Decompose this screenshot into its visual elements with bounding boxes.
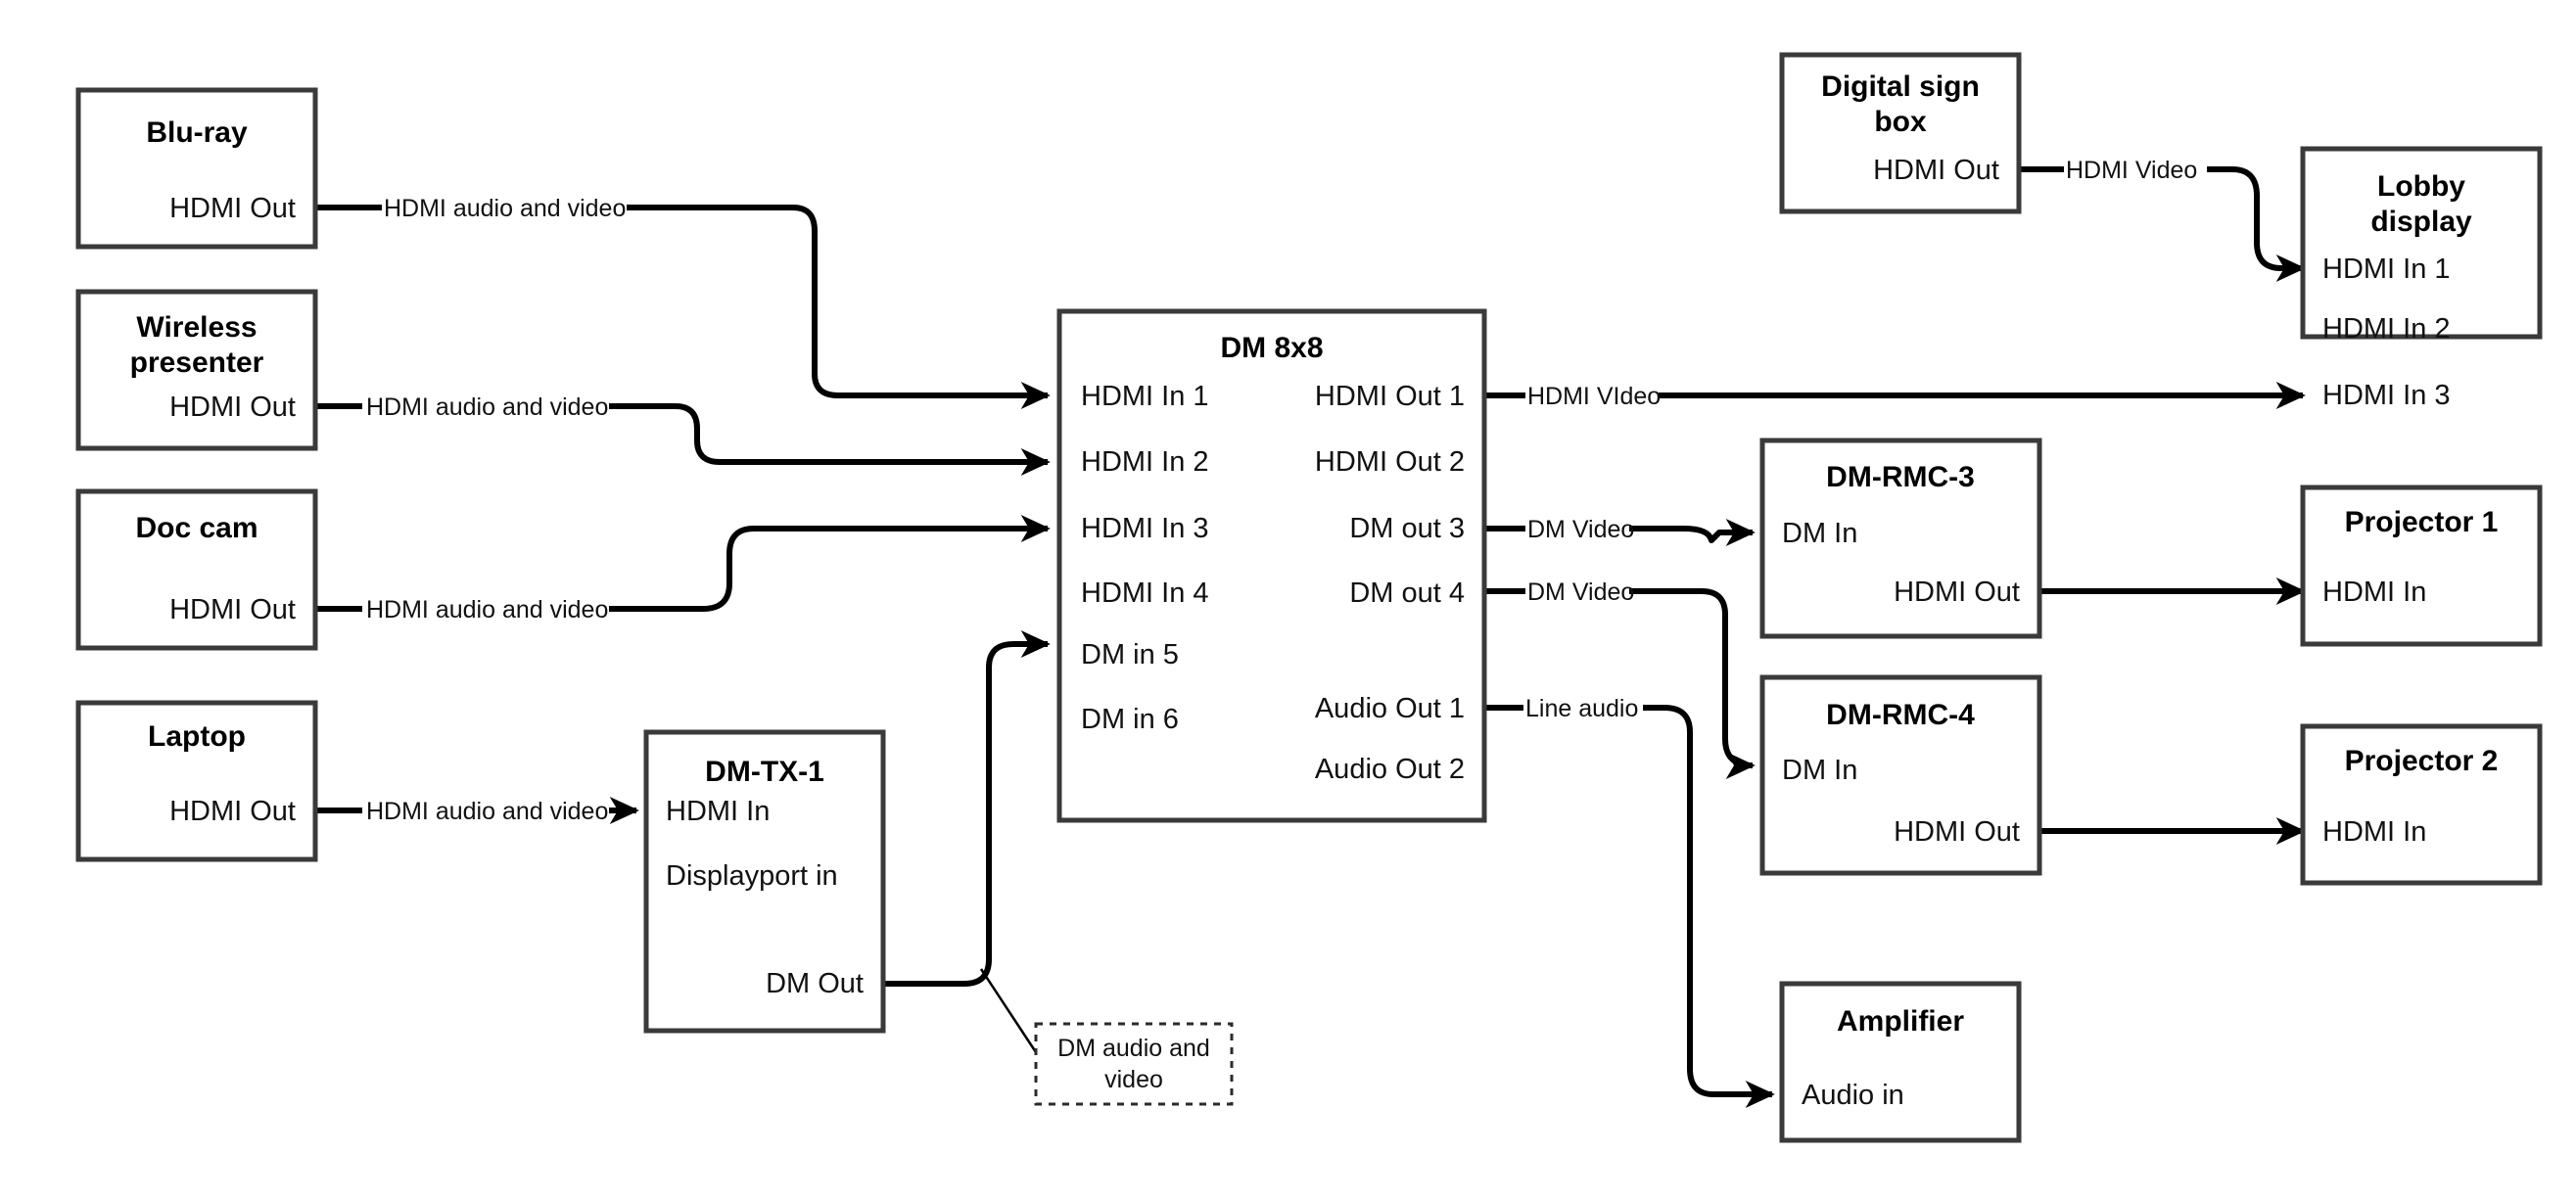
edge-label-wireless-to-hdmi-in-2: HDMI audio and video — [366, 393, 608, 421]
node-digital-sign-box[interactable]: Digital sign box HDMI Out — [1779, 52, 2022, 214]
edge-label-doccam-to-hdmi-in-3: HDMI audio and video — [366, 596, 608, 624]
node-laptop-port-hdmi-out: HDMI Out — [169, 796, 296, 827]
node-dm-rmc-3-port-hdmi-out: HDMI Out — [1894, 577, 2020, 608]
node-bluray-title: Blu-ray — [146, 116, 248, 149]
link-bluray-to-hdmi-in-1 — [315, 205, 1048, 395]
node-projector-2-port-hdmi-in: HDMI In — [2322, 816, 2426, 848]
callout-dm-audio-and-video-line1: DM audio and — [1057, 1035, 1210, 1062]
node-dm-rmc-4[interactable]: DM-RMC-4 DM In HDMI Out — [1759, 674, 2042, 876]
link-signbox-to-lobby-hdmi-in-1 — [2019, 166, 2303, 268]
node-digital-sign-box-port-hdmi-out: HDMI Out — [1873, 155, 1999, 186]
node-projector-1-port-hdmi-in: HDMI In — [2322, 577, 2426, 608]
node-dm-tx-1[interactable]: DM-TX-1 HDMI In Displayport in DM Out — [643, 729, 886, 1034]
node-dm-8x8-output-dm-out-3: DM out 3 — [1349, 513, 1465, 544]
node-bluray-port-hdmi-out: HDMI Out — [169, 193, 296, 224]
link-dm-out-4-to-dmrmc4 — [1484, 588, 1753, 765]
edge-label-laptop-to-dmtx1: HDMI audio and video — [366, 798, 608, 825]
node-dm-rmc-4-port-hdmi-out: HDMI Out — [1894, 816, 2020, 848]
node-dm-rmc-4-port-dm-in: DM In — [1782, 755, 1857, 786]
node-projector-2-title: Projector 2 — [2345, 745, 2499, 777]
node-dm-rmc-4-title: DM-RMC-4 — [1826, 699, 1975, 731]
node-wireless-presenter-title-line2: presenter — [130, 346, 264, 379]
node-wireless-presenter-title-line1: Wireless — [136, 311, 257, 344]
node-lobby-display[interactable]: Lobby display HDMI In 1 HDMI In 2 HDMI I… — [2300, 146, 2543, 411]
edge-label-hdmi-out-1-to-lobby: HDMI VIdeo — [1527, 383, 1661, 410]
node-dm-8x8-input-dm-in-5: DM in 5 — [1081, 639, 1179, 670]
node-projector-1-box — [2300, 485, 2543, 647]
callout-dm-audio-and-video-box — [1034, 1022, 1234, 1106]
node-doc-cam[interactable]: Doc cam HDMI Out — [75, 488, 318, 651]
node-lobby-display-input-hdmi-in-1: HDMI In 1 — [2322, 254, 2451, 285]
node-dm-8x8-output-hdmi-out-1: HDMI Out 1 — [1315, 381, 1465, 412]
node-wireless-presenter-port-hdmi-out: HDMI Out — [169, 392, 296, 423]
node-dm-tx-1-port-displayport-in: Displayport in — [666, 860, 838, 892]
node-digital-sign-box-title-line1: Digital sign — [1821, 70, 1980, 103]
node-lobby-display-input-hdmi-in-2: HDMI In 2 — [2322, 313, 2451, 345]
node-projector-1-title: Projector 1 — [2345, 506, 2499, 538]
node-digital-sign-box-box — [1779, 52, 2022, 214]
node-projector-2-box — [2300, 723, 2543, 886]
node-dm-8x8-input-hdmi-in-2: HDMI In 2 — [1081, 446, 1209, 478]
node-dm-8x8-output-audio-out-2: Audio Out 2 — [1315, 754, 1465, 785]
callout-dm-audio-and-video-line2: video — [1104, 1066, 1163, 1093]
node-bluray[interactable]: Blu-ray HDMI Out — [75, 87, 318, 250]
node-dm-tx-1-box — [643, 729, 886, 1034]
node-lobby-display-title-line1: Lobby — [2377, 170, 2465, 203]
node-doc-cam-title: Doc cam — [135, 512, 258, 544]
node-dm-tx-1-port-dm-out: DM Out — [766, 968, 864, 999]
link-dmtx1-to-dm-in-5 — [883, 629, 1051, 987]
node-dm-8x8-output-audio-out-1: Audio Out 1 — [1315, 693, 1465, 724]
link-audio-out-1-to-amplifier — [1484, 705, 1772, 1094]
node-dm-8x8-input-dm-in-6: DM in 6 — [1081, 704, 1179, 735]
edge-label-dm-out-4-to-rmc4: DM Video — [1527, 578, 1634, 606]
callout-dm-audio-and-video: DM audio and video — [1034, 1022, 1234, 1106]
node-laptop[interactable]: Laptop HDMI Out — [75, 700, 318, 862]
node-dm-rmc-3[interactable]: DM-RMC-3 DM In HDMI Out — [1759, 438, 2042, 639]
edge-label-audio-out-1-to-amp: Line audio — [1525, 695, 1638, 722]
node-dm-8x8-input-hdmi-in-4: HDMI In 4 — [1081, 577, 1209, 609]
node-dm-rmc-3-port-dm-in: DM In — [1782, 518, 1857, 549]
node-bluray-box — [75, 87, 318, 250]
node-amplifier-box — [1779, 981, 2022, 1143]
node-doc-cam-box — [75, 488, 318, 651]
node-lobby-display-box — [2300, 146, 2543, 340]
node-lobby-display-title-line2: display — [2370, 206, 2472, 238]
node-digital-sign-box-title-line2: box — [1874, 106, 1927, 138]
node-dm-8x8-box — [1056, 308, 1487, 823]
node-dm-8x8[interactable]: DM 8x8 HDMI In 1 HDMI In 2 HDMI In 3 HDM… — [1056, 308, 1487, 823]
node-dm-8x8-output-dm-out-4: DM out 4 — [1349, 577, 1465, 609]
node-lobby-display-input-hdmi-in-3: HDMI In 3 — [2322, 380, 2451, 411]
link-dm-out-3-to-dmrmc3 — [1484, 529, 1753, 540]
node-dm-8x8-output-hdmi-out-2: HDMI Out 2 — [1315, 446, 1465, 478]
edge-label-bluray-to-hdmi-in-1: HDMI audio and video — [384, 195, 626, 222]
node-projector-1[interactable]: Projector 1 HDMI In — [2300, 485, 2543, 647]
node-dm-8x8-input-hdmi-in-1: HDMI In 1 — [1081, 381, 1209, 412]
node-amplifier-port-audio-in: Audio in — [1802, 1080, 1904, 1111]
node-dm-8x8-input-hdmi-in-3: HDMI In 3 — [1081, 513, 1209, 544]
node-dm-tx-1-port-hdmi-in: HDMI In — [666, 796, 770, 827]
node-laptop-box — [75, 700, 318, 862]
node-amplifier-title: Amplifier — [1837, 1005, 1964, 1038]
edge-label-dm-out-3-to-rmc3: DM Video — [1527, 516, 1634, 543]
node-projector-2[interactable]: Projector 2 HDMI In — [2300, 723, 2543, 886]
node-wireless-presenter-box — [75, 289, 318, 451]
node-dm-rmc-3-box — [1759, 438, 2042, 639]
node-laptop-title: Laptop — [148, 720, 246, 753]
edge-label-signbox-to-lobby: HDMI Video — [2066, 157, 2197, 184]
node-dm-rmc-4-box — [1759, 674, 2042, 876]
link-doccam-to-hdmi-in-3 — [315, 529, 1048, 612]
node-wireless-presenter[interactable]: Wireless presenter HDMI Out — [75, 289, 318, 451]
leader-dm-audio-video-callout — [979, 968, 1038, 1053]
node-doc-cam-port-hdmi-out: HDMI Out — [169, 594, 296, 625]
node-dm-8x8-title: DM 8x8 — [1220, 332, 1323, 364]
node-dm-tx-1-title: DM-TX-1 — [705, 756, 824, 788]
node-amplifier[interactable]: Amplifier Audio in — [1779, 981, 2022, 1143]
link-wireless-to-hdmi-in-2 — [315, 403, 1048, 462]
node-dm-rmc-3-title: DM-RMC-3 — [1826, 461, 1975, 493]
